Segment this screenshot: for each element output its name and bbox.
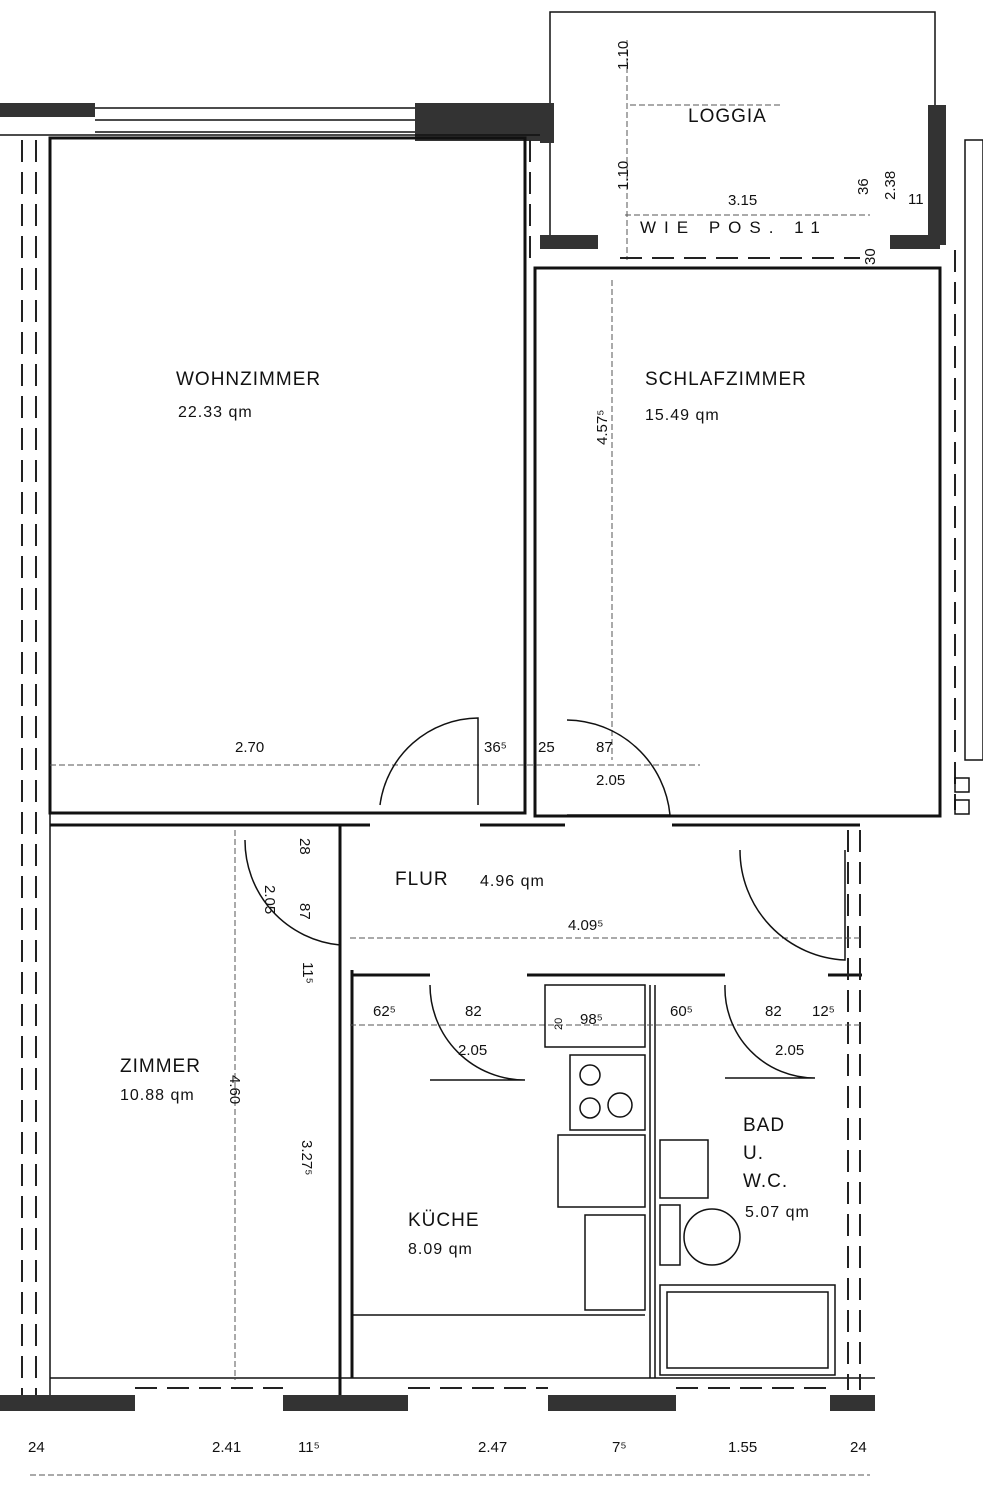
dim-205a: 2.05 xyxy=(596,772,625,789)
dim-bottom-241: 2.41 xyxy=(212,1439,241,1456)
dim-zimmer-h: 4.60 xyxy=(226,1075,243,1104)
dim-wohn-w: 2.70 xyxy=(235,739,264,756)
dim-loggia-h2: 1.10 xyxy=(615,161,632,190)
washbasin xyxy=(659,1139,709,1199)
dim-bottom-24a: 24 xyxy=(28,1439,45,1456)
stove xyxy=(569,1054,646,1131)
loggia-note: WIE POS. 11 xyxy=(640,218,828,237)
dim-985: 98⁵ xyxy=(580,1011,603,1028)
room-schlafzimmer: SCHLAFZIMMER xyxy=(645,369,807,390)
dim-20: 20 xyxy=(553,1018,565,1030)
area-schlafzimmer: 15.49 qm xyxy=(645,407,720,424)
dim-87a: 87 xyxy=(596,739,613,756)
area-zimmer: 10.88 qm xyxy=(120,1087,195,1104)
area-wohnzimmer: 22.33 qm xyxy=(178,404,253,421)
dim-205c: 2.05 xyxy=(458,1042,487,1059)
dim-loggia-238: 2.38 xyxy=(882,171,899,200)
dim-schlaf-h: 4.57⁵ xyxy=(594,410,611,445)
outer-walls xyxy=(0,103,983,1411)
area-flur: 4.96 qm xyxy=(480,873,545,890)
dim-205d: 2.05 xyxy=(775,1042,804,1059)
dim-125: 12⁵ xyxy=(812,1003,835,1020)
dim-loggia-30: 30 xyxy=(862,248,879,265)
dim-bottom-155: 1.55 xyxy=(728,1439,757,1456)
room-loggia: LOGGIA xyxy=(688,106,767,127)
dim-flur-w: 4.09⁵ xyxy=(568,917,603,934)
room-bad-3: W.C. xyxy=(743,1171,788,1192)
dim-loggia-h1: 1.10 xyxy=(615,41,632,70)
room-bad: BAD xyxy=(743,1115,785,1136)
dim-28: 28 xyxy=(296,838,313,855)
doors xyxy=(244,717,846,1081)
room-flur: FLUR xyxy=(395,869,449,890)
dimensions: 1.10 1.10 3.15 36 2.38 11 30 4.57⁵ 2.70 … xyxy=(28,41,924,1456)
dim-bottom-24b: 24 xyxy=(850,1439,867,1456)
bathtub xyxy=(659,1284,836,1376)
dim-205b: 2.05 xyxy=(261,885,278,914)
dim-82b: 82 xyxy=(765,1003,782,1020)
area-kueche: 8.09 qm xyxy=(408,1241,473,1258)
interior-walls xyxy=(30,136,942,1476)
counter xyxy=(557,1134,646,1208)
room-kueche: KÜCHE xyxy=(408,1210,480,1231)
dim-25: 25 xyxy=(538,739,555,756)
room-wohnzimmer: WOHNZIMMER xyxy=(176,369,321,390)
dim-loggia-w: 3.15 xyxy=(728,192,757,209)
dim-82a: 82 xyxy=(465,1003,482,1020)
dim-365: 36⁵ xyxy=(484,739,507,756)
room-bad-2: U. xyxy=(743,1143,764,1164)
dim-loggia-11: 11 xyxy=(908,191,924,208)
dim-87b: 87 xyxy=(296,903,313,920)
dim-bottom-75: 7⁵ xyxy=(612,1439,627,1456)
dim-bottom-115: 11⁵ xyxy=(298,1439,320,1456)
dim-625: 62⁵ xyxy=(373,1003,396,1020)
area-bad: 5.07 qm xyxy=(745,1204,810,1221)
sink xyxy=(584,1214,646,1311)
fixtures xyxy=(352,984,836,1376)
dim-115: 11⁵ xyxy=(299,962,316,984)
dim-bottom-247: 2.47 xyxy=(478,1439,507,1456)
dim-605: 60⁵ xyxy=(670,1003,693,1020)
toilet xyxy=(683,1208,741,1266)
room-zimmer: ZIMMER xyxy=(120,1056,201,1077)
dim-3275: 3.27⁵ xyxy=(298,1140,315,1175)
dim-loggia-36: 36 xyxy=(855,178,872,195)
